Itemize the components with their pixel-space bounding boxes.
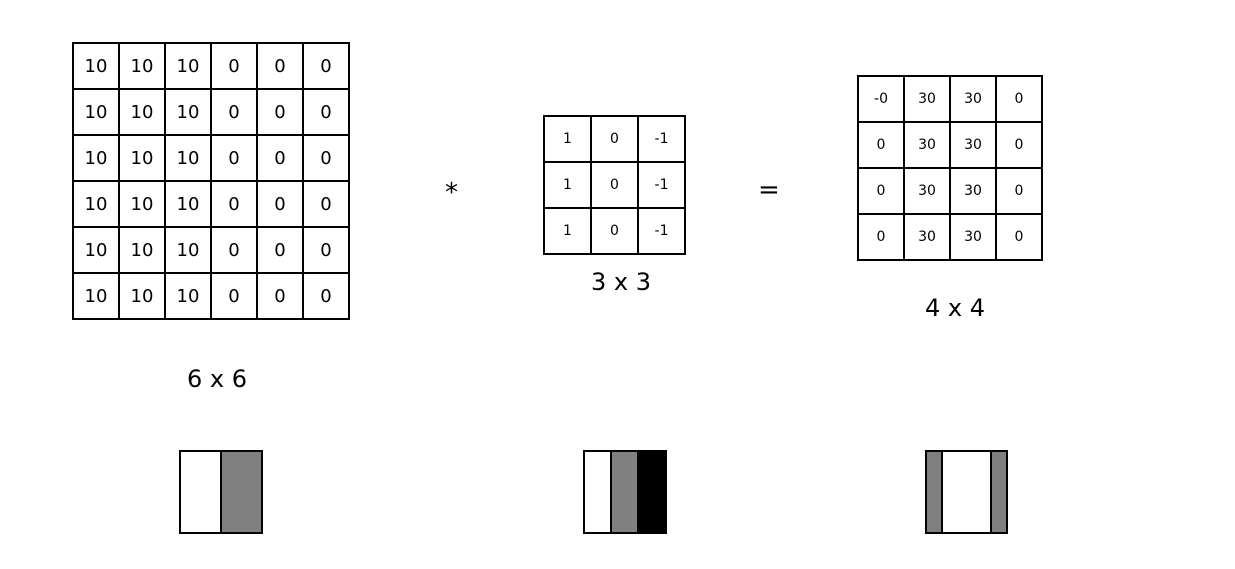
input-cell: 10 <box>164 272 212 320</box>
input-cell: 0 <box>302 272 350 320</box>
gray-band <box>220 452 261 532</box>
input-cell: 0 <box>256 42 304 90</box>
input-visualization <box>179 450 263 534</box>
kernel-cell: -1 <box>637 207 686 255</box>
output-cell: 0 <box>995 121 1043 169</box>
kernel-cell: 1 <box>543 207 592 255</box>
white-band <box>941 452 990 532</box>
input-size-label: 6 x 6 <box>187 365 247 393</box>
output-visualization <box>925 450 1008 534</box>
output-cell: 30 <box>949 167 997 215</box>
output-cell: 0 <box>995 75 1043 123</box>
input-cell: 0 <box>210 88 258 136</box>
input-cell: 10 <box>164 180 212 228</box>
kernel-visualization <box>583 450 667 534</box>
kernel-cell: 0 <box>590 207 639 255</box>
input-cell: 0 <box>256 180 304 228</box>
output-cell: 30 <box>949 213 997 261</box>
input-cell: 0 <box>302 226 350 274</box>
input-cell: 0 <box>302 42 350 90</box>
output-cell: 0 <box>995 167 1043 215</box>
input-cell: 0 <box>256 226 304 274</box>
input-cell: 10 <box>72 226 120 274</box>
gray-band <box>927 452 942 532</box>
black-band <box>637 452 666 532</box>
output-cell: 0 <box>857 213 905 261</box>
input-cell: 10 <box>118 134 166 182</box>
input-cell: 0 <box>210 180 258 228</box>
output-cell: 0 <box>857 167 905 215</box>
input-cell: 0 <box>210 226 258 274</box>
input-cell: 10 <box>72 272 120 320</box>
input-cell: 10 <box>164 42 212 90</box>
input-cell: 0 <box>302 180 350 228</box>
input-cell: 0 <box>256 88 304 136</box>
input-cell: 0 <box>302 134 350 182</box>
gray-band <box>989 452 1006 532</box>
convolution-operator: * <box>445 178 458 208</box>
input-cell: 0 <box>256 272 304 320</box>
kernel-size-label: 3 x 3 <box>591 268 651 296</box>
input-cell: 10 <box>164 134 212 182</box>
output-cell: 30 <box>949 75 997 123</box>
output-cell: 0 <box>995 213 1043 261</box>
kernel-cell: 0 <box>590 161 639 209</box>
output-cell: 0 <box>857 121 905 169</box>
kernel-cell: -1 <box>637 161 686 209</box>
input-cell: 10 <box>118 272 166 320</box>
input-cell: 0 <box>210 134 258 182</box>
output-cell: 30 <box>903 75 951 123</box>
equals-operator: = <box>758 175 780 205</box>
kernel-cell: 1 <box>543 115 592 163</box>
input-cell: 0 <box>210 42 258 90</box>
kernel-cell: -1 <box>637 115 686 163</box>
output-cell: -0 <box>857 75 905 123</box>
input-cell: 10 <box>164 226 212 274</box>
output-cell: 30 <box>903 213 951 261</box>
output-size-label: 4 x 4 <box>925 294 985 322</box>
input-cell: 10 <box>72 42 120 90</box>
input-cell: 0 <box>302 88 350 136</box>
input-cell: 10 <box>164 88 212 136</box>
output-cell: 30 <box>949 121 997 169</box>
input-cell: 10 <box>118 42 166 90</box>
input-cell: 10 <box>72 180 120 228</box>
white-band <box>585 452 610 532</box>
input-cell: 10 <box>118 226 166 274</box>
input-cell: 10 <box>72 88 120 136</box>
gray-band <box>609 452 638 532</box>
input-cell: 0 <box>210 272 258 320</box>
kernel-cell: 0 <box>590 115 639 163</box>
input-cell: 10 <box>118 88 166 136</box>
input-cell: 10 <box>118 180 166 228</box>
output-cell: 30 <box>903 121 951 169</box>
white-band <box>181 452 220 532</box>
input-cell: 10 <box>72 134 120 182</box>
output-cell: 30 <box>903 167 951 215</box>
input-cell: 0 <box>256 134 304 182</box>
kernel-cell: 1 <box>543 161 592 209</box>
